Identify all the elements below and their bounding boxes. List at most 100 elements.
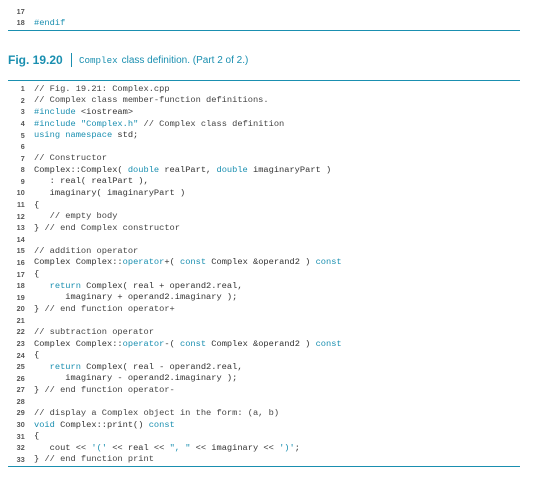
- code-comment: // end function operator+: [44, 303, 175, 314]
- line-number: 30: [16, 420, 25, 430]
- code-token: Complex::print(): [54, 419, 149, 430]
- code-comment: // addition operator: [34, 245, 139, 256]
- line-number: 29: [16, 408, 25, 418]
- code-text: // addition operator: [34, 246, 138, 256]
- code-token: <iostream>: [75, 106, 134, 117]
- code-keyword: const: [180, 338, 207, 349]
- code-token: {: [34, 199, 40, 210]
- caption-text: class definition. (Part 2 of 2.): [121, 54, 249, 66]
- code-token: realPart,: [159, 164, 217, 175]
- line-number: 28: [16, 396, 25, 406]
- code-text: } // end function operator-: [34, 385, 175, 395]
- code-line: 6: [8, 141, 520, 153]
- line-number: 27: [16, 385, 25, 395]
- code-token: Complex Complex::: [34, 338, 123, 349]
- line-number: 12: [16, 211, 25, 221]
- code-line: 29 // display a Complex object in the for…: [8, 407, 520, 419]
- code-comment: // end Complex constructor: [44, 222, 180, 233]
- code-string: ", ": [169, 442, 191, 453]
- line-number: 13: [16, 223, 25, 233]
- line-number: 17: [16, 269, 25, 279]
- code-keyword: #include: [34, 118, 76, 129]
- code-line: 13} // end Complex constructor: [8, 222, 520, 234]
- code-line: 27 } // end function operator-: [8, 384, 520, 396]
- figure-caption: Fig. 19.20 Complex class definition. (Pa…: [8, 52, 248, 68]
- line-number: 18: [16, 281, 25, 291]
- listing-bottom-rule: [8, 30, 520, 32]
- code-line: 18 return Complex( real + operand2.real,: [8, 280, 520, 292]
- code-string: '(': [91, 442, 107, 453]
- code-token: +(: [164, 257, 180, 268]
- code-text: imaginary - operand2.imaginary );: [34, 373, 237, 383]
- code-keyword: #include: [34, 106, 76, 117]
- line-number: 21: [16, 315, 25, 325]
- code-token: : real( realPart ),: [34, 176, 149, 187]
- code-token: ;: [294, 442, 300, 453]
- code-text: {: [34, 431, 39, 441]
- code-text: #include <iostream>: [34, 107, 133, 117]
- line-number: 15: [16, 246, 25, 256]
- line-number: 1: [20, 84, 25, 94]
- code-text: Complex::Complex( double realPart, doubl…: [34, 165, 331, 175]
- code-token: }: [34, 303, 45, 314]
- code-line: 19 imaginary + operand2.imaginary );: [8, 291, 520, 303]
- line-number: 33: [16, 454, 25, 464]
- code-keyword: const: [148, 419, 175, 430]
- code-comment: // Fig. 19.21: Complex.cpp: [34, 83, 170, 94]
- line-number: 8: [20, 165, 25, 175]
- line-number: 7: [20, 153, 25, 163]
- code-token: {: [34, 269, 40, 280]
- code-line: 14: [8, 234, 520, 246]
- code-keyword: operator: [122, 338, 165, 349]
- code-line: 4#include "Complex.h" // Complex class d…: [8, 118, 520, 130]
- line-number: 31: [16, 431, 25, 441]
- figure-number: Fig. 19.20: [8, 53, 63, 67]
- code-comment: // Complex class member-function definit…: [34, 95, 269, 106]
- line-number: 26: [16, 373, 25, 383]
- code-text: {: [34, 269, 39, 279]
- code-text: // Fig. 19.21: Complex.cpp: [34, 84, 170, 94]
- code-keyword: double: [127, 164, 160, 175]
- code-comment: // display a Complex object in the form:…: [34, 407, 280, 418]
- code-line: 3 #include <iostream>: [8, 106, 520, 118]
- code-token: [34, 281, 50, 291]
- code-keyword: #endif: [34, 17, 66, 28]
- code-token: imaginary( imaginaryPart ): [34, 187, 186, 198]
- code-line: 7// Constructor: [8, 152, 520, 164]
- code-keyword: const: [180, 257, 207, 268]
- line-number: 6: [20, 142, 25, 152]
- line-number: 3: [20, 107, 25, 117]
- code-token: Complex( real + operand2.real,: [80, 280, 243, 291]
- code-line: 18#endif: [8, 17, 520, 28]
- line-number: 19: [16, 292, 25, 302]
- code-text: // subtraction operator: [34, 327, 154, 337]
- code-token: std;: [112, 130, 139, 141]
- code-token: cout <<: [34, 442, 92, 453]
- code-keyword: double: [216, 164, 248, 175]
- code-text: Complex Complex::operator+( const Comple…: [34, 257, 342, 267]
- line-number: 14: [16, 234, 25, 244]
- code-line: 32 cout << '(' << real << ", " << imagin…: [8, 442, 520, 454]
- code-line: 26 imaginary - operand2.imaginary );: [8, 372, 520, 384]
- code-text: imaginary + operand2.imaginary );: [34, 292, 237, 302]
- code-token: Complex::Complex(: [34, 164, 128, 175]
- code-line: 17: [8, 6, 520, 17]
- line-number: 4: [20, 119, 25, 129]
- line-number: 23: [16, 339, 25, 348]
- line-number: 32: [16, 443, 25, 453]
- code-text: return Complex( real + operand2.real,: [34, 281, 243, 291]
- code-token: imaginary + operand2.imaginary );: [34, 292, 238, 303]
- code-line: 15 // addition operator: [8, 245, 520, 257]
- code-line: 31 {: [8, 430, 520, 442]
- code-line: 10 imaginary( imaginaryPart ): [8, 187, 520, 199]
- code-token: }: [34, 384, 45, 395]
- code-token: Complex Complex::: [34, 257, 123, 268]
- code-keyword: using namespace: [34, 130, 113, 141]
- code-text: cout << '(' << real << ", " << imaginary…: [34, 443, 300, 453]
- code-text: // empty body: [34, 211, 118, 221]
